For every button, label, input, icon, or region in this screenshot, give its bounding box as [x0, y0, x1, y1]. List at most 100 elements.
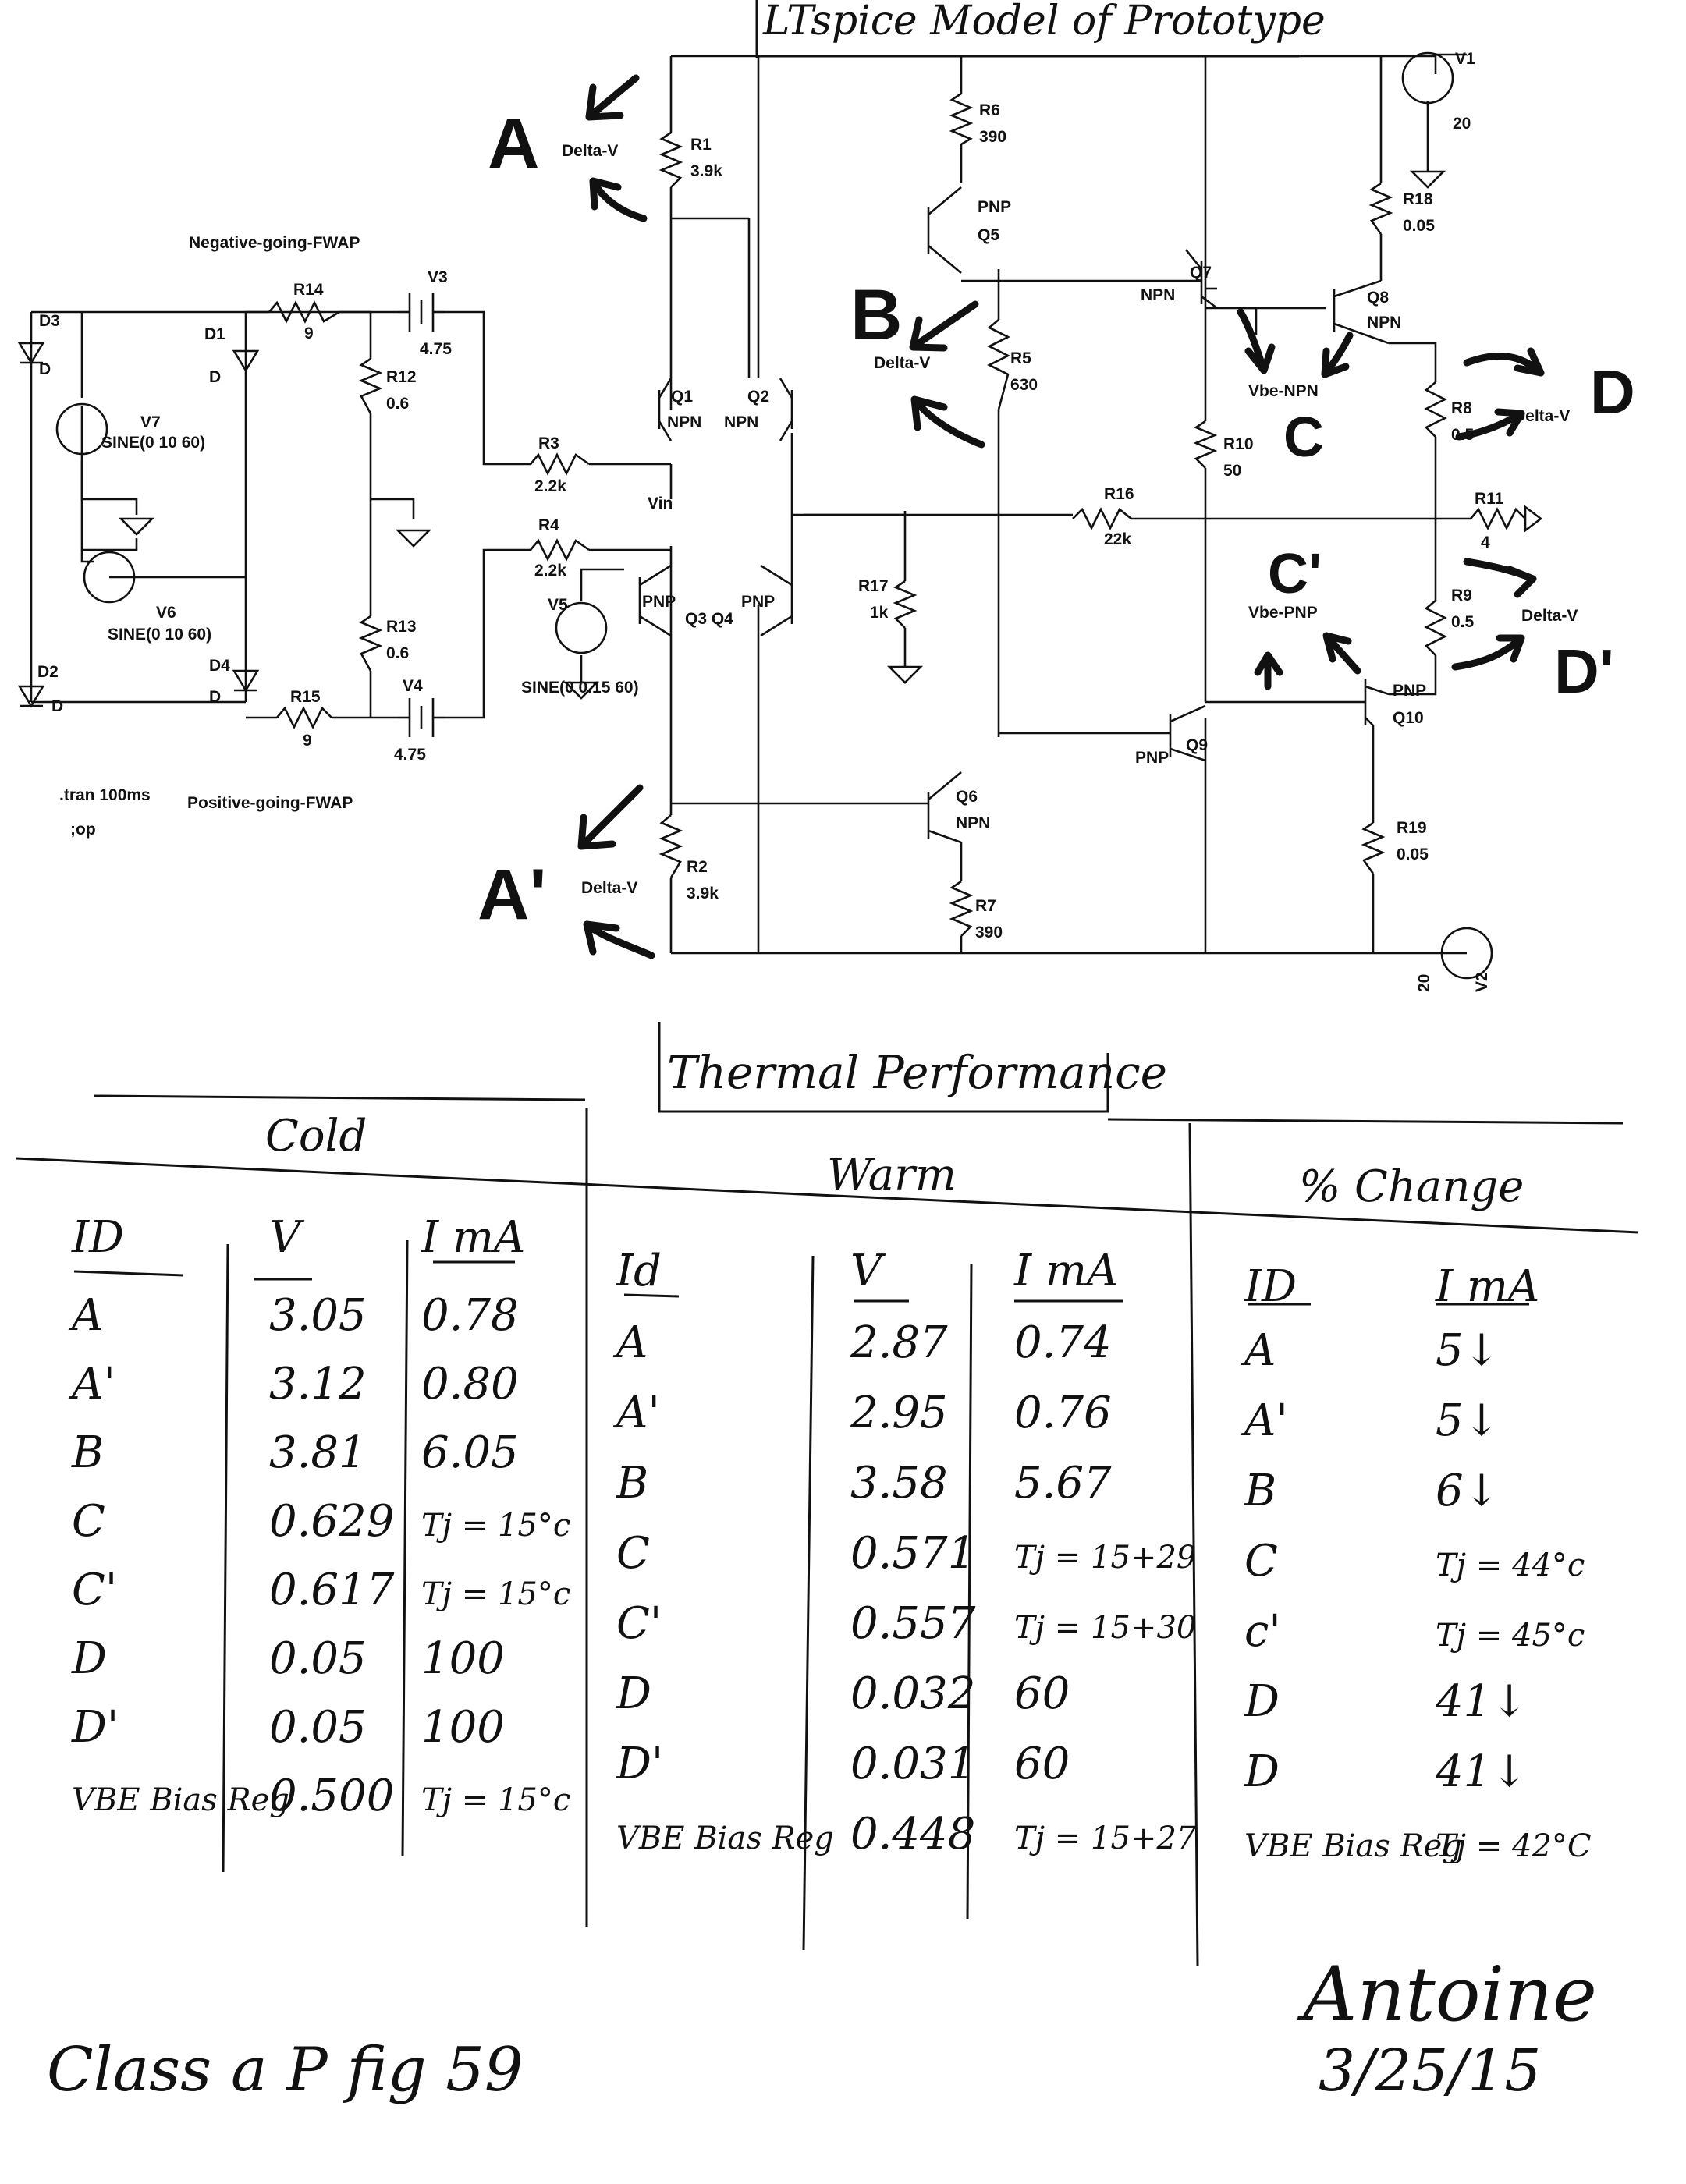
- R14-label: R14: [293, 281, 324, 299]
- R5-label: R5: [1010, 349, 1031, 367]
- R15-symbol: [276, 706, 332, 729]
- V2-symbol: [1440, 927, 1493, 980]
- R5-symbol: [987, 319, 1010, 410]
- R17-symbol: [893, 580, 918, 629]
- op-directive: ;op: [70, 821, 96, 838]
- cold-cell: Tj = 15°c: [421, 1576, 570, 1612]
- change-cell: 41↓: [1435, 1746, 1528, 1797]
- warm-header: Id: [616, 1246, 662, 1296]
- warm-cell: 2.95: [850, 1388, 948, 1438]
- R8-symbol: [1424, 381, 1447, 438]
- arrow-A-down: [589, 177, 648, 222]
- cold-cell: B: [71, 1427, 104, 1478]
- Q10-label: Q10: [1393, 709, 1424, 727]
- Q8-symbol: [1333, 279, 1390, 345]
- D3-value: D: [39, 360, 51, 378]
- R2-label: R2: [687, 858, 708, 876]
- R5-value: 630: [1010, 376, 1038, 394]
- thermal-heading: Thermal Performance: [667, 1046, 1167, 1099]
- R17-label: R17: [858, 577, 889, 595]
- V5-symbol: [555, 601, 608, 654]
- Q5-type: PNP: [978, 198, 1011, 216]
- change-header: I mA: [1435, 1261, 1539, 1312]
- R17-value: 1k: [870, 604, 889, 622]
- schematic-wires: [30, 53, 1471, 955]
- Q10-type: PNP: [1393, 682, 1426, 700]
- title-block: LTspice Model of Prototype: [755, 0, 1326, 58]
- R16-symbol: [1072, 507, 1132, 530]
- arrow-D-prime-bottom: [1451, 634, 1525, 671]
- warm-cell: B: [616, 1458, 648, 1509]
- warm-cell: Tj = 15+27: [1014, 1821, 1197, 1856]
- footer: Class a P fig 59 Antoine 3/25/15: [47, 1951, 1597, 2105]
- tran-directive: .tran 100ms: [59, 786, 151, 804]
- arrow-D-top: [1463, 347, 1545, 377]
- Q6-symbol: [927, 771, 962, 844]
- cold-cell: Tj = 15°c: [421, 1508, 570, 1544]
- R14-symbol: [268, 300, 340, 324]
- arrow-B-up: [909, 300, 979, 352]
- Q2-label: Q2: [747, 388, 769, 406]
- V1-value: 20: [1453, 115, 1471, 133]
- V3-value: 4.75: [420, 340, 452, 358]
- warm-cell: 0.571: [850, 1528, 975, 1579]
- R4-label: R4: [538, 516, 559, 534]
- change-cell: VBE Bias Reg: [1244, 1828, 1462, 1864]
- warm-cell: 0.032: [850, 1668, 975, 1719]
- R11-symbol: [1470, 507, 1526, 530]
- R18-label: R18: [1403, 190, 1433, 208]
- cold-cell: 100: [421, 1702, 505, 1753]
- D4-label: D4: [209, 657, 230, 675]
- R12-symbol: [358, 357, 383, 414]
- change-cell: D: [1244, 1676, 1280, 1727]
- cold-cell: D': [71, 1702, 119, 1753]
- probe-D-prime: D': [1554, 636, 1614, 706]
- warm-cell: 0.031: [850, 1739, 975, 1789]
- cold-cell: 0.80: [421, 1359, 519, 1409]
- Q7-symbol: [1184, 249, 1218, 310]
- R8-label: R8: [1451, 399, 1472, 417]
- warm-cell: 2.87: [850, 1317, 948, 1368]
- Q4-type: PNP: [741, 593, 775, 611]
- R9-symbol: [1424, 600, 1447, 656]
- R13-value: 0.6: [386, 644, 409, 662]
- warm-cell: A: [612, 1317, 648, 1368]
- R6-value: 390: [979, 128, 1006, 146]
- schematic-symbols: [17, 51, 1543, 980]
- delta-v-B: Delta-V: [874, 354, 930, 372]
- change-cell: c': [1244, 1606, 1281, 1657]
- change-cell: B: [1244, 1466, 1276, 1516]
- cold-cell: 0.78: [421, 1290, 519, 1341]
- Q3-symbol: [638, 564, 672, 637]
- change-cell: A: [1241, 1325, 1276, 1376]
- Q4-symbol: [760, 564, 793, 637]
- warm-cell: 0.557: [850, 1598, 976, 1649]
- Q3-Q4-label: Q3 Q4: [685, 610, 733, 628]
- V4-value: 4.75: [394, 746, 426, 764]
- cold-cell: Tj = 15°c: [421, 1782, 570, 1818]
- cold-cell: A: [68, 1290, 103, 1341]
- arrow-C-prime-right: [1322, 632, 1361, 675]
- cold-cell: C': [72, 1565, 117, 1615]
- warm-cell: D: [616, 1668, 651, 1719]
- delta-v-A: Delta-V: [562, 142, 618, 160]
- R11-value: 4: [1481, 534, 1490, 551]
- probe-A: A: [488, 104, 539, 183]
- arrow-B-down: [910, 395, 985, 448]
- R9-value: 0.5: [1451, 613, 1475, 631]
- V4-symbol: [398, 698, 445, 737]
- probe-annotations: A A' B C C' D D': [477, 74, 1635, 959]
- Q2-type: NPN: [724, 413, 758, 431]
- warm-cell: 0.76: [1014, 1388, 1112, 1438]
- Q7-type: NPN: [1141, 286, 1175, 304]
- change-cell: 41↓: [1435, 1676, 1528, 1727]
- R13-label: R13: [386, 618, 417, 636]
- V3-symbol: [398, 292, 445, 332]
- Q1-symbol: [658, 378, 673, 441]
- D1-label: D1: [204, 325, 225, 343]
- D3-symbol: [17, 342, 45, 365]
- arrow-C-right: [1321, 332, 1354, 378]
- R18-symbol: [1368, 182, 1393, 235]
- Q5-label: Q5: [978, 226, 999, 244]
